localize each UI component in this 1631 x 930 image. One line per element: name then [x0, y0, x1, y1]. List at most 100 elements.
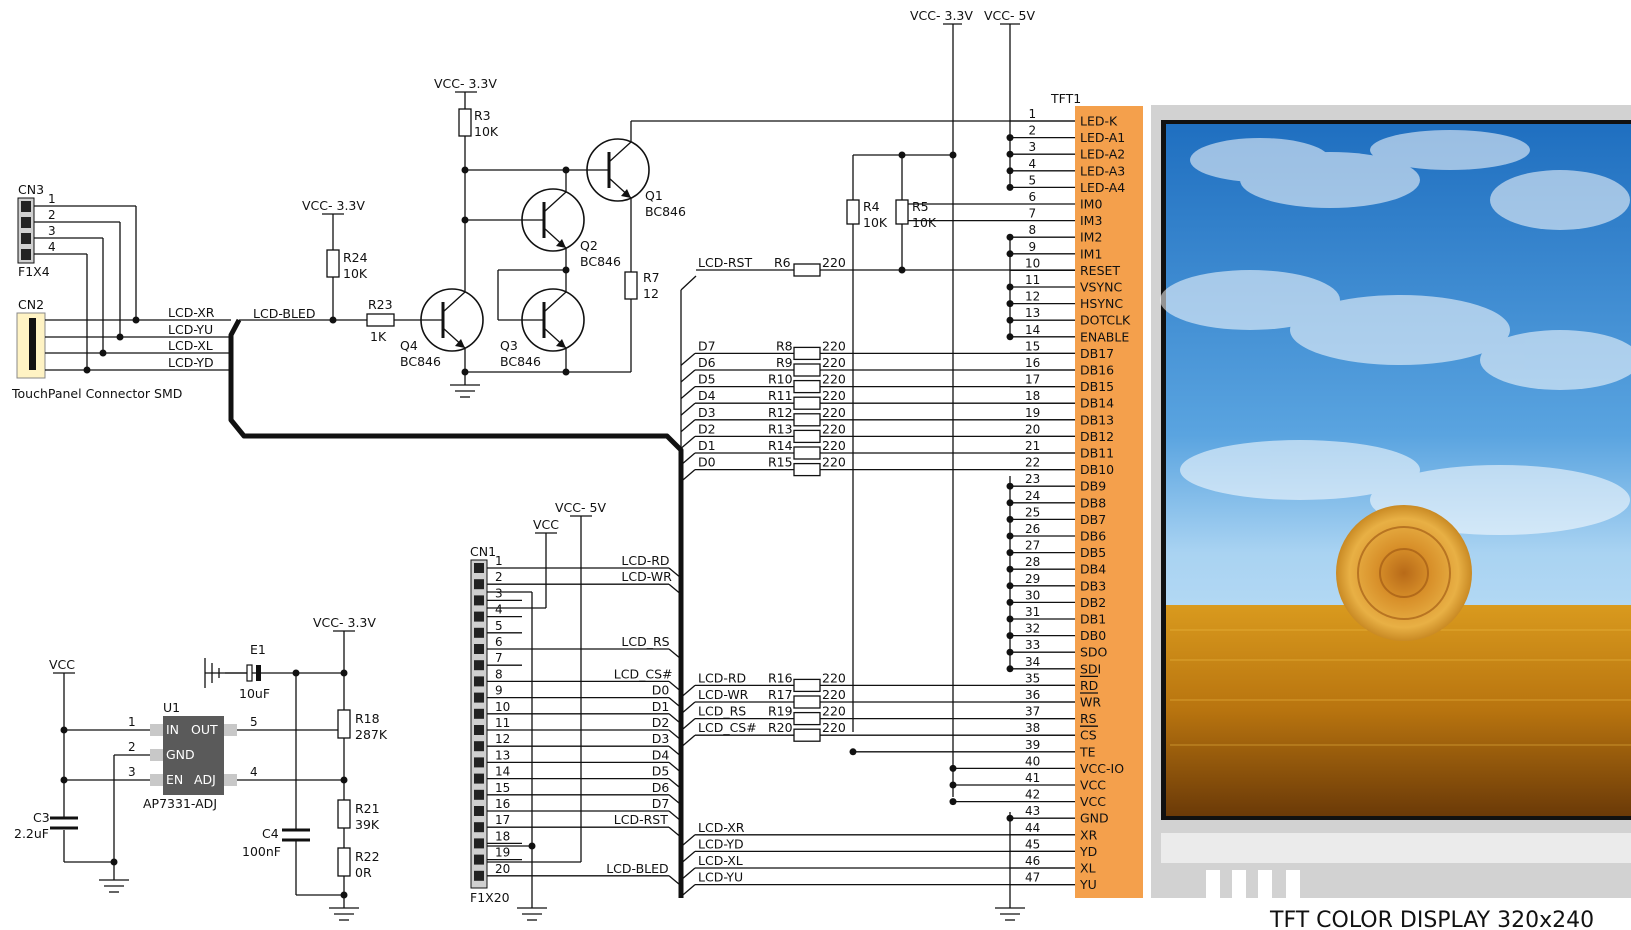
tft-pin-23-label: DB9 — [1080, 479, 1106, 494]
tft-pin-24-number: 24 — [1025, 489, 1040, 503]
r18-label: R18 — [355, 711, 380, 726]
r14-resistor — [793, 446, 821, 460]
r3-resistor — [458, 108, 472, 137]
data-net-D6: D6 — [698, 355, 716, 370]
tft-pin-44-number: 44 — [1025, 821, 1040, 835]
r19-label: R19 — [768, 704, 793, 719]
tft-pin-43-number: 43 — [1025, 804, 1040, 818]
cn1-net-LCD-WR: LCD-WR — [621, 569, 672, 584]
cn1-pin-12: 12 — [495, 732, 510, 746]
q2-label: Q2 — [580, 238, 598, 253]
r10-value: 220 — [822, 372, 846, 387]
cn1-pin-3: 3 — [495, 586, 503, 600]
cn1-pin-5: 5 — [495, 619, 503, 633]
r3-label: R3 — [474, 108, 491, 123]
tft-pin-15-number: 15 — [1025, 339, 1040, 353]
vcc33-reg-label: VCC- 3.3V — [313, 615, 376, 630]
tft-pin-38-number: 38 — [1025, 721, 1040, 735]
r10-resistor — [793, 379, 821, 394]
tft-pin-4-number: 4 — [1029, 157, 1037, 171]
tft-pin-10-number: 10 — [1025, 256, 1040, 270]
r19-value: 220 — [822, 704, 846, 719]
tft-pin-1-number: 1 — [1029, 107, 1037, 121]
tft-pin-44-label: XR — [1080, 827, 1098, 842]
r7-resistor — [624, 271, 638, 300]
tft-pin-46-number: 46 — [1025, 854, 1040, 868]
tft-pin-list: LED-K1LED-A12LED-A23LED-A34LED-A45IM06IM… — [849, 107, 1131, 892]
q1-type: BC846 — [645, 204, 686, 219]
vcc5-top-label: VCC- 5V — [984, 8, 1035, 23]
config-resistors: R4 10K R5 10K LCD-RST R6 220 — [696, 151, 1075, 732]
cn2-net-LCD-XR: LCD-XR — [168, 305, 215, 320]
cn1-net-D4: D4 — [652, 747, 670, 762]
tft-pin-47-label: YU — [1079, 877, 1097, 892]
tft-pin-39-label: TE — [1079, 744, 1096, 759]
q4-type: BC846 — [400, 354, 441, 369]
r17-label: R17 — [768, 687, 793, 702]
r4-resistor — [846, 199, 860, 225]
tft-pin-19-number: 19 — [1025, 406, 1040, 420]
vcc5-cn1-label: VCC- 5V — [555, 500, 606, 515]
tft-pin-47-number: 47 — [1025, 871, 1040, 885]
tft-pin-34-label: SDI — [1080, 661, 1101, 676]
cn1-pin-11: 11 — [495, 716, 510, 730]
cn1-pin-19: 19 — [495, 846, 510, 860]
u1-pin-3: 3 — [128, 765, 136, 779]
tft-pin-3-number: 3 — [1029, 140, 1037, 154]
hay-bale — [1336, 505, 1472, 641]
tft-pin-9-label: IM1 — [1080, 246, 1102, 261]
cn3-pin-4: 4 — [48, 240, 56, 254]
lcd-bled-label: LCD-BLED — [253, 306, 315, 321]
u1-en-label: EN — [166, 772, 183, 787]
r21-value: 39K — [355, 817, 380, 832]
backlight-driver: LCD-BLED R23 1K VCC- 3.3V R24 10K Q4 BC8… — [239, 76, 1075, 398]
cn3-pin-3: 3 — [48, 224, 56, 238]
r13-value: 220 — [822, 421, 846, 436]
cn1-net-LCD_CS#: LCD_CS# — [614, 666, 673, 681]
tft-pin-12-number: 12 — [1025, 290, 1040, 304]
cn1-pin-1: 1 — [495, 554, 503, 568]
q2-type: BC846 — [580, 254, 621, 269]
tft-pin-2-number: 2 — [1029, 124, 1037, 138]
cn3-type-label: F1X4 — [18, 264, 50, 279]
tft-pin-30-label: DB2 — [1080, 595, 1106, 610]
cn3-pin-2: 2 — [48, 208, 56, 222]
tft-pin-7-label: IM3 — [1080, 213, 1102, 228]
r23-value: 1K — [370, 329, 387, 344]
tft-pin-38-label: CS — [1080, 728, 1097, 743]
cn1-type-label: F1X20 — [470, 890, 510, 905]
tft-pin-42-number: 42 — [1025, 788, 1040, 802]
r12-resistor — [793, 413, 821, 427]
r5-resistor — [895, 199, 909, 225]
cn1-pin-17: 17 — [495, 813, 510, 827]
ctrl-net-LCD_RS: LCD_RS — [698, 704, 746, 719]
display-flex-strip — [1161, 833, 1631, 863]
u1-pin-5: 5 — [250, 715, 258, 729]
c3-label: C3 — [33, 810, 50, 825]
data-net-D7: D7 — [698, 338, 716, 353]
cn1-pin-14: 14 — [495, 765, 510, 779]
tft-pin-5-label: LED-A4 — [1080, 180, 1125, 195]
r14-label: R14 — [768, 438, 793, 453]
u1-pin-2: 2 — [128, 740, 136, 754]
cn2-net-LCD-YU: LCD-YU — [168, 322, 213, 337]
r20-label: R20 — [768, 720, 793, 735]
ctrl-net-LCD-WR: LCD-WR — [698, 687, 749, 702]
cn1-pin-4: 4 — [495, 603, 503, 617]
tft-pin-40-number: 40 — [1025, 754, 1040, 768]
touch-net-LCD-YU: LCD-YU — [698, 870, 743, 885]
data-net-D4: D4 — [698, 388, 716, 403]
tft-pin-27-number: 27 — [1025, 539, 1040, 553]
r11-resistor — [793, 396, 821, 410]
r17-value: 220 — [822, 687, 846, 702]
r15-label: R15 — [768, 455, 793, 470]
flex-tabs — [1206, 870, 1300, 898]
e1-value: 10uF — [239, 686, 270, 701]
touch-net-LCD-XR: LCD-XR — [698, 820, 745, 835]
tft-pin-40-label: VCC-IO — [1080, 761, 1124, 776]
r11-label: R11 — [768, 388, 793, 403]
r20-value: 220 — [822, 720, 846, 735]
